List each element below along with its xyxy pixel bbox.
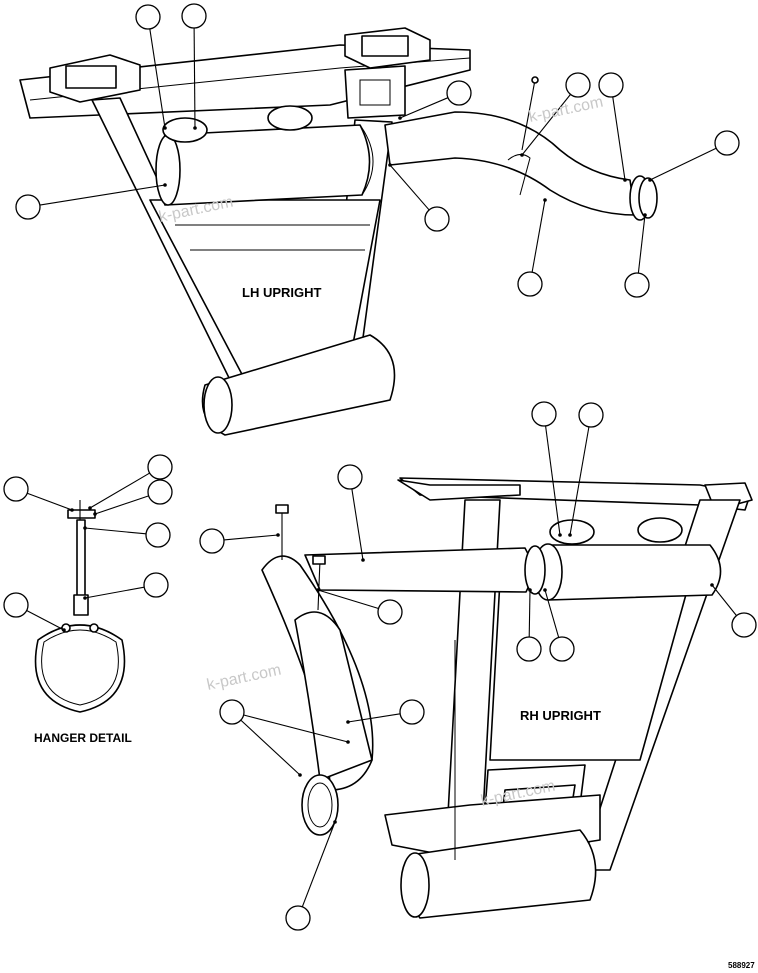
callout-leader [544,589,560,638]
callout-leader [351,488,364,561]
lh-upright-assembly: LH UPRIGHT [19,27,658,436]
hanger-detail-label: HANGER DETAIL [34,731,132,745]
callout-leader [84,586,145,599]
callout-bubble [147,479,173,505]
callout-leader [89,472,150,509]
rh-upright-label: RH UPRIGHT [520,708,601,723]
callout-leader-dot [520,153,524,157]
callout-leader-dot [346,740,350,744]
hanger-detail: HANGER DETAIL [34,500,132,745]
callout-leader [521,94,571,156]
callout-leader-dot [83,526,87,530]
callout-bubble [3,592,29,618]
callout-leader-dot [83,596,87,600]
callout-leader [347,713,401,723]
callout-leader [612,96,626,181]
callout-bubble [598,72,624,98]
callout-leader [649,147,717,181]
callout-leader [637,214,646,274]
callout-leader [26,610,65,631]
callout-leader [223,534,279,541]
callout-leader-dot [70,508,74,512]
callout-leader-dot [316,588,320,592]
callout-bubble [578,402,604,428]
callout-bubble [337,464,363,490]
callout-leader [84,527,147,535]
callout-leader-dot [623,178,627,182]
callout-bubble [714,130,740,156]
callout-leader-dot [528,588,532,592]
callout-leader [301,821,336,908]
callout-bubble [399,699,425,725]
lh-upright-label: LH UPRIGHT [242,285,322,300]
callout-leader-dot [543,588,547,592]
callout-leader-dot [333,820,337,824]
drawing-number: 588927 [728,961,755,970]
callout-leader-dot [543,198,547,202]
rh-upright-assembly: RH UPRIGHT [261,477,753,919]
callout-leader [240,719,301,776]
callout-bubble [624,272,650,298]
callout-bubble [516,636,542,662]
watermark: k-part.com [527,94,604,126]
callout-leader [27,492,73,511]
callout-leader-dot [276,533,280,537]
callout-bubble [147,454,173,480]
callout-bubble [15,194,41,220]
callout-leader-dot [643,213,647,217]
callout-leader-dot [346,720,350,724]
callout-leader [531,199,546,273]
callout-leader-dot [88,506,92,510]
callout-bubble [377,599,403,625]
callout-leader-dot [558,533,562,537]
callout-leader [193,27,196,129]
callout-bubble [219,699,245,725]
callout-bubble [549,636,575,662]
callout-bubble [145,522,171,548]
callout-leader-dot [710,583,714,587]
callout-bubble [531,401,557,427]
callout-leader-dot [163,183,167,187]
callout-bubble [143,572,169,598]
callout-leader-dot [568,533,572,537]
callout-leader [389,164,430,211]
callout-leader [39,184,166,206]
callout-leader [149,28,166,129]
callout-leader-dot [388,163,392,167]
watermark: k-part.com [205,662,282,694]
callout-bubble [424,206,450,232]
callout-bubble [3,476,29,502]
callout-bubble [135,4,161,30]
callouts [3,3,757,931]
callout-leader [243,714,349,743]
callout-bubble [517,271,543,297]
callout-leader-dot [648,178,652,182]
callout-bubble [731,612,757,638]
callout-leader [399,97,449,119]
callout-bubble [285,905,311,931]
callout-leader [94,495,149,515]
callout-leader-dot [93,512,97,516]
callout-leader-dot [193,126,197,130]
callout-leader [528,589,531,638]
callout-leader [569,426,590,536]
callout-leader [711,584,737,616]
callout-bubble [565,72,591,98]
callout-leader-dot [163,126,167,130]
callout-bubble [446,80,472,106]
callout-leader-dot [398,116,402,120]
callout-bubble [199,528,225,554]
callout-leader-dot [361,558,365,562]
callout-leader-dot [298,773,302,777]
callout-leader [545,425,561,536]
callout-leader-dot [62,628,66,632]
callout-leader [317,589,379,610]
callout-bubble [181,3,207,29]
